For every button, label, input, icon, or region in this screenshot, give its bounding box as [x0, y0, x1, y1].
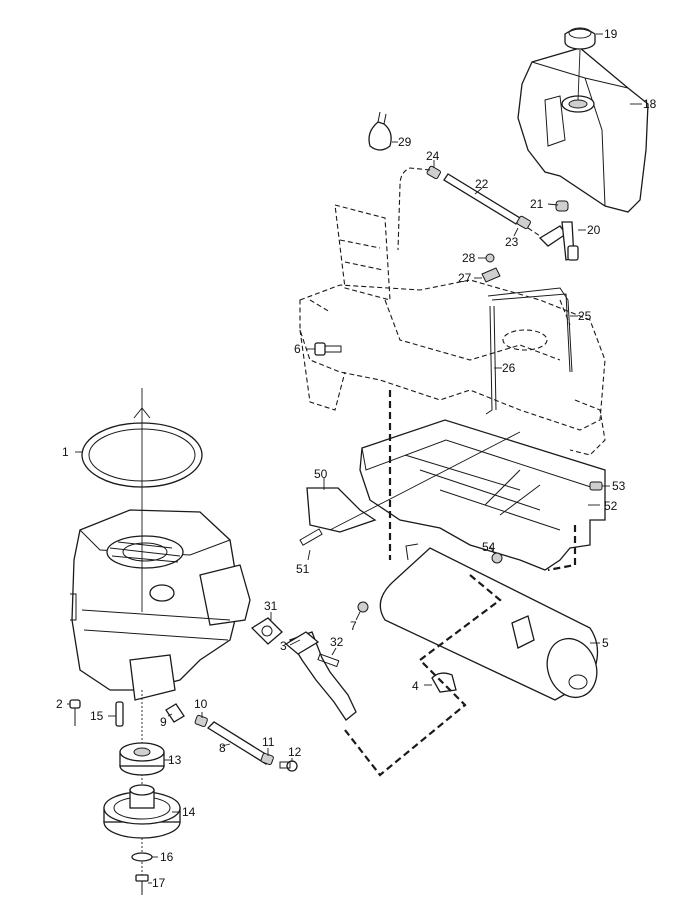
callout-53: 53	[612, 479, 626, 493]
leader-lines	[67, 33, 642, 884]
callout-20: 20	[587, 223, 601, 237]
callout-23: 23	[505, 235, 519, 249]
callout-3: 3	[280, 639, 287, 653]
callout-11: 11	[262, 735, 275, 749]
callout-25: 25	[578, 309, 592, 323]
callout-4: 4	[412, 679, 419, 693]
callout-18: 18	[643, 97, 657, 111]
callout-19: 19	[604, 27, 618, 41]
muffler-nut	[357, 601, 369, 613]
callout-12: 12	[288, 745, 302, 759]
callout-8: 8	[219, 741, 226, 755]
shield-bracket	[306, 487, 377, 533]
callout-labels: 1 2 3 4 5 6 7 8 9 10 11 12 13 14 15 16 1…	[56, 27, 657, 890]
assembly-line-shield	[547, 525, 577, 572]
muffler	[379, 543, 599, 701]
callout-27: 27	[458, 271, 472, 285]
callout-52: 52	[604, 499, 618, 513]
callout-17: 17	[152, 876, 166, 890]
callout-54: 54	[482, 540, 496, 554]
pulley-bolt	[135, 874, 149, 895]
callout-7: 7	[350, 619, 357, 633]
hose-clamp	[368, 111, 392, 151]
exhaust-gasket	[250, 617, 283, 645]
callout-15: 15	[90, 709, 104, 723]
callout-51: 51	[296, 562, 310, 576]
callout-28: 28	[462, 251, 476, 265]
callout-16: 16	[160, 850, 174, 864]
drive-pulley	[103, 784, 181, 839]
callout-13: 13	[168, 753, 182, 767]
engine-pulley	[119, 742, 165, 776]
callout-50: 50	[314, 467, 328, 481]
callout-31: 31	[264, 599, 278, 613]
callout-9: 9	[160, 715, 167, 729]
frame-bolt	[314, 342, 342, 356]
fuel-cap	[564, 27, 596, 50]
callout-1: 1	[62, 445, 69, 459]
engine-bolt	[69, 699, 81, 726]
exhaust-pipe	[284, 631, 357, 721]
control-rods	[485, 287, 573, 415]
exhaust-bolt	[317, 653, 340, 668]
assembly-line-muffler	[344, 390, 502, 777]
callout-29: 29	[398, 135, 412, 149]
pulley-washer	[131, 852, 153, 862]
callout-5: 5	[602, 636, 609, 650]
heat-shield	[359, 419, 606, 571]
lock-nut	[481, 253, 501, 283]
fuel-line	[397, 165, 541, 251]
callout-21: 21	[530, 197, 544, 211]
callout-14: 14	[182, 805, 196, 819]
callout-22: 22	[475, 177, 489, 191]
callout-26: 26	[502, 361, 516, 375]
callout-2: 2	[56, 697, 63, 711]
fuel-valve	[538, 200, 579, 261]
engine	[70, 509, 251, 701]
callout-10: 10	[194, 697, 208, 711]
callout-24: 24	[426, 149, 440, 163]
callout-6: 6	[294, 342, 301, 356]
callout-32: 32	[330, 635, 344, 649]
shield-hardware	[299, 481, 603, 564]
fuel-line-lower	[165, 703, 298, 772]
crankshaft-key	[115, 701, 124, 727]
tractor-frame	[299, 204, 606, 456]
fuel-tank	[517, 47, 649, 213]
